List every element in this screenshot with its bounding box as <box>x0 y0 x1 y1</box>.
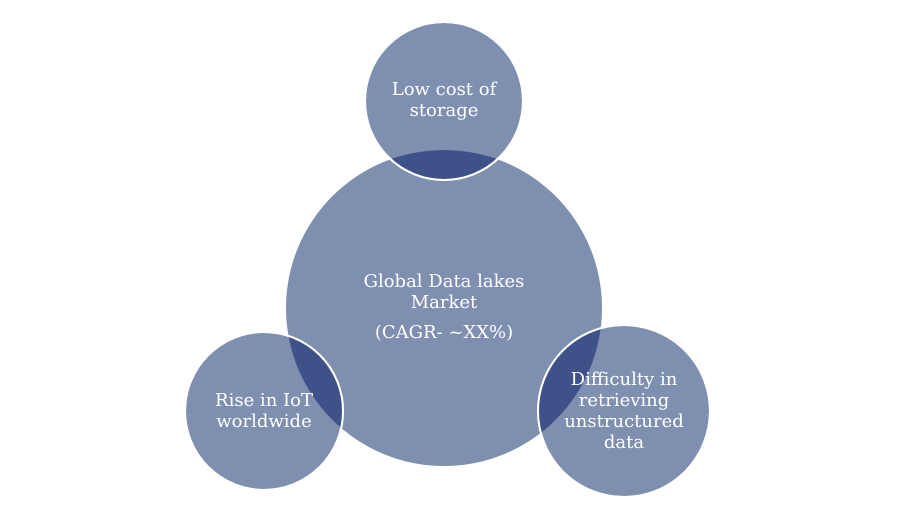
top-label-line1: Low cost of <box>391 79 497 100</box>
right-label-line4: data <box>603 432 645 453</box>
center-label: Global Data lakes Market (CAGR- ~XX%) <box>334 262 554 352</box>
right-label-line2: retrieving <box>578 390 670 411</box>
center-subtitle: (CAGR- ~XX%) <box>374 322 514 343</box>
left-label: Rise in IoT worldwide <box>194 389 334 433</box>
circle-left-outline <box>184 331 344 491</box>
left-label-line2: worldwide <box>216 411 312 432</box>
right-label-line1: Difficulty in <box>570 369 678 390</box>
right-label-line3: unstructured <box>564 411 684 432</box>
top-label-line2: storage <box>409 100 479 121</box>
center-title-line1: Global Data lakes <box>363 271 525 292</box>
center-title-line2: Market <box>410 292 478 313</box>
right-label: Difficulty in retrieving unstructured da… <box>549 368 699 454</box>
left-label-line1: Rise in IoT <box>215 390 313 411</box>
circle-center <box>286 150 602 466</box>
top-label: Low cost of storage <box>374 78 514 122</box>
circle-top-outline <box>364 21 524 181</box>
circle-right-outline <box>537 324 711 498</box>
